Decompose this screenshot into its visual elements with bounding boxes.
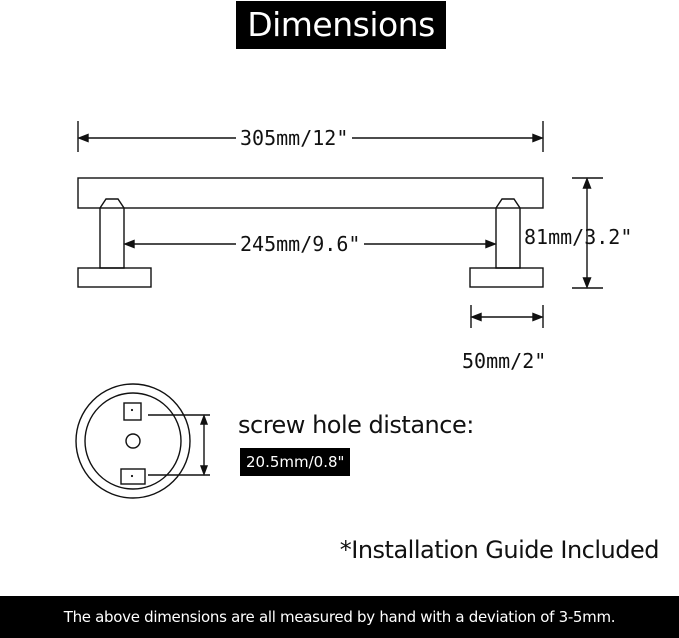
overall-length-label: 305mm/12" [236,126,353,150]
height-label: 81mm/3.2" [524,225,633,249]
round-base-plate-diagram [75,383,191,499]
screw-hole-distance-label: screw hole distance: [238,411,474,439]
height-dimension-line [572,177,603,289]
right-base-plate [469,267,544,288]
page-title: Dimensions [236,1,446,49]
left-post [99,198,125,269]
screw-hole-distance-value: 20.5mm/0.8" [240,448,351,476]
installation-guide-note: *Installation Guide Included [339,536,660,564]
towel-bar-rail [77,177,544,209]
upper-screw-slot [123,402,142,421]
lower-screw-slot [120,468,146,485]
base-width-label: 50mm/2" [462,349,547,373]
base-width-dimension-line [470,305,544,328]
measurement-disclaimer: The above dimensions are all measured by… [0,596,679,638]
right-post [495,198,521,269]
screw-hole-dimension-line [148,414,210,476]
inner-length-label: 245mm/9.6" [236,232,365,256]
left-base-plate [77,267,152,288]
center-hole [125,433,141,449]
